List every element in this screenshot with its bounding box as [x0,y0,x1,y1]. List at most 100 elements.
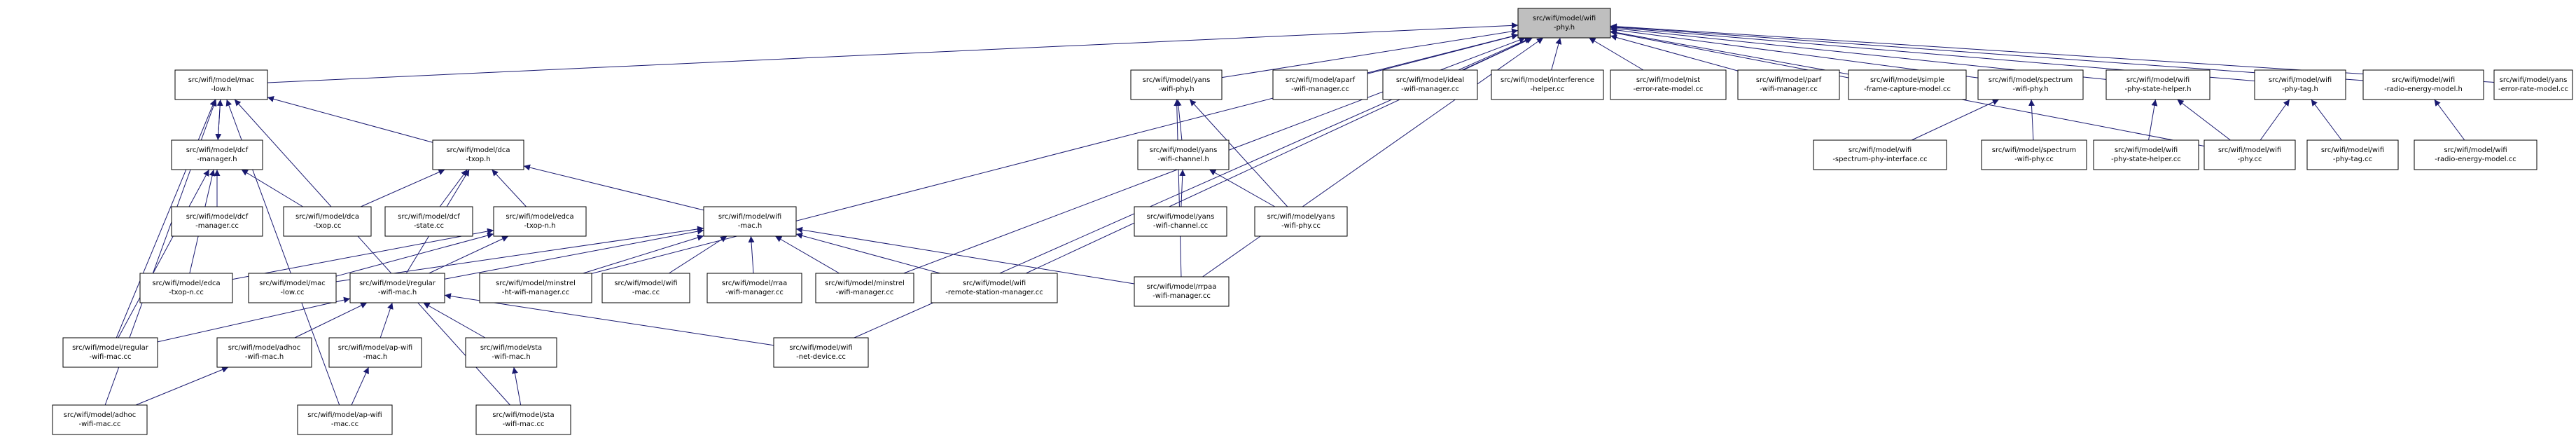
node-label-line: -wifi-manager.cc [1760,85,1818,93]
node-nist[interactable]: src/wifi/model/nist-error-rate-model.cc [1610,69,1727,100]
node-yans-wifi-phy-cc[interactable]: src/wifi/model/yans-wifi-phy.cc [1254,206,1348,237]
node-edca-txop-n-cc[interactable]: src/wifi/model/edca-txop-n.cc [139,273,233,303]
node-yans-wifi-phy-h[interactable]: src/wifi/model/yans-wifi-phy.h [1130,69,1223,100]
node-yans-error-rate[interactable]: src/wifi/model/yans-error-rate-model.cc [2493,69,2573,100]
edge-adhoc-wifi-mac-h-to-regular-wifi-mac-h [294,302,368,338]
edge-phy-tag-cc-to-phy-tag-h [2311,99,2342,141]
node-box [171,206,263,237]
node-ap-wifi-mac-cc[interactable]: src/wifi/model/ap-wifi-mac.cc [297,404,393,435]
node-dca-txop-cc[interactable]: src/wifi/model/dca-txop.cc [283,206,372,237]
node-label-line: src/wifi/model/adhoc [64,411,137,419]
edge-mac-low-cc-to-edca-txop-n-h [335,232,494,277]
node-label-line: src/wifi/model/wifi [2126,76,2189,84]
node-sta-wifi-mac-cc[interactable]: src/wifi/model/sta-wifi-mac.cc [475,404,571,435]
node-label-line: -phy.cc [2238,156,2262,163]
node-remote-station[interactable]: src/wifi/model/wifi-remote-station-manag… [931,273,1058,303]
node-minstrel[interactable]: src/wifi/model/minstrel-wifi-manager.cc [815,273,914,303]
node-wifi-mac-h[interactable]: src/wifi/model/wifi-mac.h [703,206,797,237]
edge-regular-wifi-mac-h-to-edca-txop-n-h [429,235,509,274]
node-radio-energy-h[interactable]: src/wifi/model/wifi-radio-energy-model.h [2362,69,2484,100]
node-dcf-manager-cc[interactable]: src/wifi/model/dcf-manager.cc [171,206,263,237]
node-adhoc-wifi-mac-h[interactable]: src/wifi/model/adhoc-wifi-mac.h [216,337,312,368]
node-label-line: -wifi-mac.h [245,353,284,361]
node-box [1137,139,1230,170]
node-label-line: -helper.cc [1531,85,1565,93]
node-phy-state-helper-h[interactable]: src/wifi/model/wifi-phy-state-helper.h [2105,69,2211,100]
node-label-line: src/wifi/model/dca [295,213,359,221]
node-box [2362,69,2484,100]
node-label-line: src/wifi/model/rrpaa [1147,283,1217,291]
node-label-line: -phy-state-helper.h [2124,85,2191,93]
node-minstrel-ht[interactable]: src/wifi/model/minstrel-ht-wifi-manager.… [479,273,592,303]
edge-minstrel-to-wifi-mac-h [775,235,840,274]
node-aparf[interactable]: src/wifi/model/aparf-wifi-manager.cc [1272,69,1368,100]
edge-yans-wifi-phy-h-to-root [1221,28,1519,78]
node-yans-wifi-channel-cc[interactable]: src/wifi/model/yans-wifi-channel.cc [1134,206,1227,237]
edge-wifi-net-device-cc-to-regular-wifi-mac-h [444,293,774,346]
node-rraa[interactable]: src/wifi/model/rraa-wifi-manager.cc [706,273,802,303]
node-ideal[interactable]: src/wifi/model/ideal-wifi-manager.cc [1382,69,1478,100]
edge-radio-energy-cc-to-radio-energy-h [2434,99,2465,141]
node-ap-wifi-mac-h[interactable]: src/wifi/model/ap-wifi-mac.h [328,337,422,368]
node-box [1254,206,1348,237]
node-edca-txop-n-h[interactable]: src/wifi/model/edca-txop-n.h [493,206,587,237]
node-spectrum-wifi-phy-cc[interactable]: src/wifi/model/spectrum-wifi-phy.cc [1981,139,2087,170]
node-radio-energy-cc[interactable]: src/wifi/model/wifi-radio-energy-model.c… [2414,139,2537,170]
node-parf[interactable]: src/wifi/model/parf-wifi-manager.cc [1737,69,1840,100]
node-box [216,337,312,368]
node-label-line: -spectrum-phy-interface.cc [1832,156,1927,163]
edge-dcf-state-cc-to-dca-txop-h [439,169,468,207]
node-spectrum-phy-interface-cc[interactable]: src/wifi/model/wifi -spectrum-phy-interfa… [1813,139,1947,170]
node-dcf-manager-h[interactable]: src/wifi/model/dcf-manager.h [171,139,263,170]
node-regular-wifi-mac-h[interactable]: src/wifi/model/regular-wifi-mac.h [349,273,445,303]
node-phy-state-helper-cc[interactable]: src/wifi/model/wifi -phy-state-helper.cc [2093,139,2199,170]
node-label-line: src/wifi/model/wifi [2269,76,2332,84]
node-label-line: src/wifi/model/ap-wifi [338,344,412,352]
node-label-line: src/wifi/model/aparf [1286,76,1356,84]
node-label-line: src/wifi/model/mac [259,280,325,287]
node-yans-wifi-channel-h[interactable]: src/wifi/model/yans-wifi-channel.h [1137,139,1230,170]
node-label-line: -low.cc [281,289,305,296]
node-box [1737,69,1840,100]
node-regular-wifi-mac-cc[interactable]: src/wifi/model/regular-wifi-mac.cc [62,337,158,368]
node-label-line: src/wifi/model/wifi [1849,146,1912,154]
node-label-line: src/wifi/model/dca [446,146,510,154]
node-wifi-net-device-cc[interactable]: src/wifi/model/wifi-net-device.cc [773,337,869,368]
node-label-line: src/wifi/model/wifi [2115,146,2178,154]
node-label-line: -radio-energy-model.cc [2435,156,2516,163]
edge-edca-txop-n-cc-to-edca-txop-n-h [232,228,494,280]
node-dca-txop-h[interactable]: src/wifi/model/dca-txop.h [432,139,524,170]
node-spectrum-wifi-phy-h[interactable]: src/wifi/model/spectrum-wifi-phy.h [1977,69,2084,100]
node-rrpaa[interactable]: src/wifi/model/rrpaa-wifi-manager.cc [1134,276,1230,307]
node-label-line: src/wifi/model/regular [72,344,149,352]
node-label-line: src/wifi/model/yans [1143,76,1211,84]
node-label-line: -manager.cc [195,222,239,230]
edge-interference-to-root [1551,37,1562,71]
node-phy-tag-cc[interactable]: src/wifi/model/wifi-phy-tag.cc [2306,139,2399,170]
edge-wifi-phy-cc-to-phy-tag-h [2260,99,2290,141]
node-box [283,206,372,237]
node-label-line: -net-device.cc [796,353,846,361]
node-box [171,139,263,170]
node-mac-low-cc[interactable]: src/wifi/model/mac -low.cc [248,273,337,303]
edge-sta-wifi-mac-cc-to-mac-low-h [234,99,510,406]
node-phy-tag-h[interactable]: src/wifi/model/wifi-phy-tag.h [2254,69,2346,100]
node-label-line: -phy.h [1554,24,1575,32]
node-box [1382,69,1478,100]
node-simple-frame[interactable]: src/wifi/model/simple-frame-capture-mode… [1848,69,1967,100]
node-sta-wifi-mac-h[interactable]: src/wifi/model/sta-wifi-mac.h [465,337,557,368]
node-box [815,273,914,303]
node-interference[interactable]: src/wifi/model/interference-helper.cc [1491,69,1604,100]
node-wifi-phy-cc[interactable]: src/wifi/model/wifi-phy.cc [2203,139,2296,170]
node-mac-low-h[interactable]: src/wifi/model/mac-low.h [174,69,268,100]
node-label-line: src/wifi/model/nist [1636,76,1700,84]
edge-yans-wifi-phy-cc-to-yans-wifi-phy-h [1189,99,1288,207]
node-label-line: src/wifi/model/simple [1870,76,1944,84]
node-wifi-mac-cc[interactable]: src/wifi/model/wifi-mac.cc [601,273,690,303]
edge-wifi-phy-cc-to-phy-state-helper-h [2177,99,2231,141]
node-label-line: src/wifi/model/spectrum [1989,76,2073,84]
node-label-line: -phy-state-helper.cc [2111,156,2181,163]
node-dcf-state-cc[interactable]: src/wifi/model/dcf-state.cc [384,206,473,237]
node-box [2493,69,2573,100]
node-adhoc-wifi-mac-cc[interactable]: src/wifi/model/adhoc-wifi-mac.cc [52,404,148,435]
